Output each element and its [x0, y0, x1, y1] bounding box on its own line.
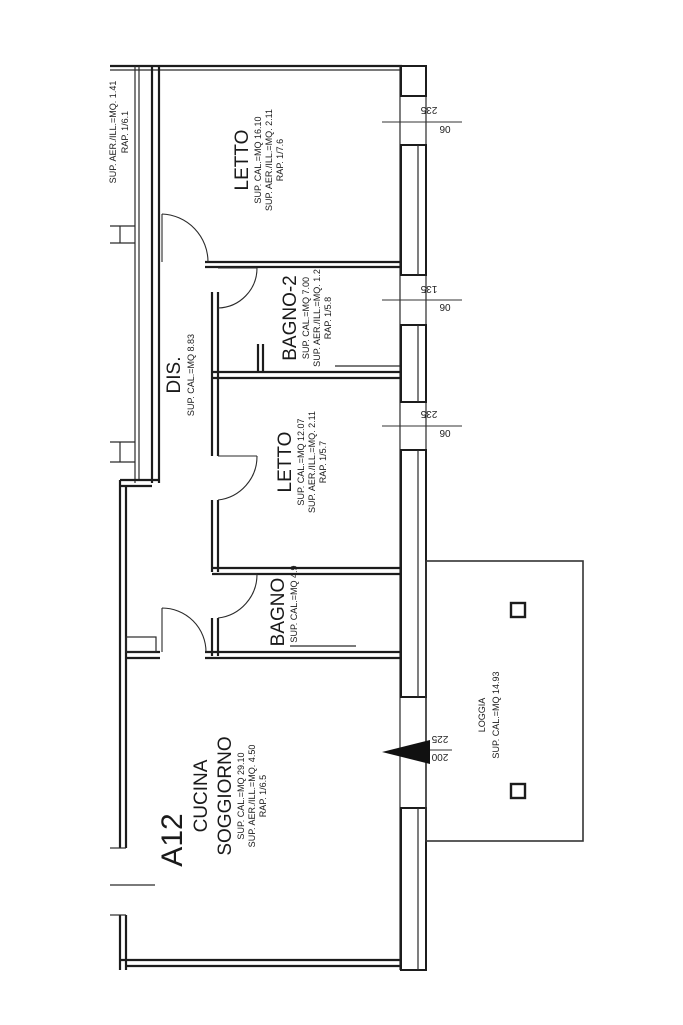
room-info: SUP. AER./ILL.=MQ. 4.50	[247, 745, 257, 848]
room-neighbor: SUP. AER./ILL.=MQ. 1.41 RAP. 1/6.1	[108, 81, 130, 184]
room-info: SUP. CAL.=MQ 8.83	[186, 334, 196, 416]
neighbor-h-mark-bottom	[110, 441, 135, 463]
facade-segment	[400, 144, 427, 276]
column-top	[509, 601, 527, 619]
room-info: SUP. CAL.=MQ 12.07	[296, 418, 306, 505]
room-info: SUP. CAL.=MQ 4.9	[289, 565, 299, 642]
room-info: SUP. AER./ILL.=MQ. 2.11	[264, 109, 274, 211]
room-dis: DIS. SUP. CAL.=MQ 8.83	[164, 334, 196, 416]
window-2-dim-top: 135	[420, 283, 437, 294]
room-name: LETTO	[232, 130, 253, 191]
doors	[161, 213, 258, 653]
room-letto-1: LETTO SUP. CAL.=MQ 16.10 SUP. AER./ILL.=…	[232, 109, 285, 211]
room-name: LETTO	[275, 432, 296, 493]
room-name: LOGGIA	[477, 698, 487, 733]
unit-tag: A12	[156, 813, 189, 866]
room-loggia: LOGGIA SUP. CAL.=MQ 14.93	[477, 671, 501, 758]
window-3-dim-bottom: 90	[439, 429, 451, 440]
loggia	[425, 560, 584, 842]
window-1-dim-top: 235	[420, 104, 437, 115]
room-name: DIS.	[164, 357, 185, 394]
room-info: SUP. CAL.=MQ 14.93	[491, 671, 501, 758]
entry-dim-bottom: 200	[431, 751, 448, 762]
room-info: SUP. AER./ILL.=MQ. 1.41	[108, 81, 118, 184]
column-bottom	[509, 782, 527, 800]
door-bagno-2[interactable]	[217, 267, 258, 309]
door-letto-2[interactable]	[217, 455, 258, 501]
wall-stub	[125, 636, 157, 653]
room-cucina-soggiorno: CUCINA SOGGIORNO SUP. CAL.=MQ 29.10 SUP.…	[191, 736, 268, 855]
room-info: SUP. AER./ILL.=MQ. 1.2	[312, 269, 322, 367]
window-2-dim-bottom: 90	[439, 303, 451, 314]
neighbor-h-mark-top	[110, 225, 135, 244]
facade-segment	[400, 324, 427, 403]
room-info: SUP. CAL.=MQ 29.10	[236, 752, 246, 839]
room-name-line2: SOGGIORNO	[215, 736, 236, 855]
room-labels: LETTO SUP. CAL.=MQ 16.10 SUP. AER./ILL.=…	[108, 81, 501, 867]
facade-segment	[400, 65, 427, 97]
room-info: RAP. 1/5.7	[318, 441, 328, 483]
opening-dimensions: 235 90 135 90 235 90 225 200	[382, 104, 462, 764]
room-letto-2: LETTO SUP. CAL.=MQ 12.07 SUP. AER./ILL.=…	[275, 411, 328, 513]
loggia-outline	[425, 560, 584, 842]
window-3-dim-top: 235	[420, 408, 437, 419]
room-name-line1: CUCINA	[191, 759, 212, 832]
room-info: SUP. AER./ILL.=MQ. 2.11	[307, 411, 317, 513]
door-soggiorno[interactable]	[161, 607, 207, 653]
room-bagno: BAGNO SUP. CAL.=MQ 4.9	[268, 565, 299, 646]
room-info: RAP. 1/6.1	[120, 111, 130, 153]
room-info: SUP. CAL.=MQ 7.00	[301, 277, 311, 359]
room-info: SUP. CAL.=MQ 16.10	[253, 116, 263, 203]
room-bagno-2: BAGNO-2 SUP. CAL.=MQ 7.00 SUP. AER./ILL.…	[280, 269, 333, 367]
facade-segment	[400, 807, 427, 971]
door-bagno[interactable]	[217, 573, 258, 619]
entry-arrow-icon	[382, 740, 430, 764]
room-info: RAP. 1/7.6	[275, 139, 285, 181]
room-name: BAGNO	[268, 578, 289, 647]
room-info: RAP. 1/6.5	[258, 775, 268, 817]
room-name: BAGNO-2	[280, 275, 301, 361]
walls	[110, 64, 427, 971]
entry-dim-top: 225	[431, 733, 448, 744]
door-letto-1[interactable]	[161, 213, 209, 263]
facade-segment	[400, 449, 427, 698]
unit-tag-text: A12	[156, 813, 189, 866]
window-1-dim-bottom: 90	[439, 125, 451, 136]
room-info: RAP. 1/5.8	[323, 297, 333, 339]
